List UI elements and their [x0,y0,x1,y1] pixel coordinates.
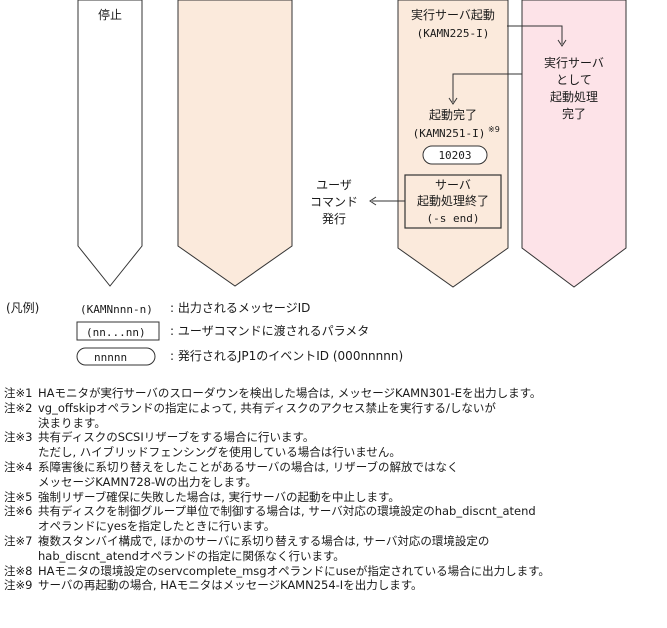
note-key: 注※4 [4,460,33,474]
arrow-to-executing [507,25,563,44]
note-text: 決まります。 [38,415,106,430]
executing-column-arrow [521,0,627,288]
note-text: 共有ディスクを制御グループ単位で制御する場合は, サーバ対応の環境設定のhab_… [38,504,536,519]
executing-line-2: として [556,73,592,87]
user-command-line-3: 発行 [321,212,347,226]
user-command-line-2: コマンド [309,195,359,209]
legend-title: (凡例) [6,301,40,315]
stop-column-arrow [77,0,143,287]
legend-message-sample: (KAMNnnn-n) [80,303,153,316]
arrow-to-start-complete [452,73,522,102]
legend-param-desc: : ユーザコマンドに渡されるパラメタ [170,324,370,338]
note-text: メッセージKAMN728-Wの出力をします。 [38,474,257,489]
legend-event-desc: : 発行されるJP1のイベントID (000nnnnn) [170,349,404,363]
note-2: 注※2 vg_offskipオペランドの指定によって, 共有ディスクのアクセス禁止… [4,401,496,431]
note-text: 系障害後に系切り替えをしたことがあるサーバの場合は, リザーブの解放ではなく [38,460,459,474]
legend-event-sample: nnnnn [94,351,128,364]
legend-param-box [76,321,160,341]
note-text: 強制リザーブ確保に失敗した場合は, 実行サーバの起動を中止します。 [38,489,400,504]
executing-line-4: 完了 [561,107,587,121]
executing-line-3: 起動処理 [549,90,599,104]
note-5: 注※5 強制リザーブ確保に失敗した場合は, 実行サーバの起動を中止します。 [4,490,400,505]
note-text: サーバの再起動の場合, HAモニタはメッセージKAMN254-Iを出力します。 [38,578,423,593]
server-end-box [404,174,502,229]
user-command-line-1: ユーザ [316,178,352,192]
note-1: 注※1 HAモニタが実行サーバのスローダウンを検出した場合は, メッセージKAMN… [4,386,541,401]
stop-label: 停止 [97,8,123,22]
note-key: 注※7 [4,534,33,548]
note-text: HAモニタが実行サーバのスローダウンを検出した場合は, メッセージKAMN301… [38,386,542,400]
note-9: 注※9 サーバの再起動の場合, HAモニタはメッセージKAMN254-Iを出力しま… [4,578,423,593]
arrow-head-1 [557,39,567,47]
active-start-msg: (KAMN225-I) [416,27,490,40]
note-key: 注※9 [4,578,33,593]
note-text: オペランドにyesを指定したときに行います。 [38,519,276,534]
note-key: 注※2 [4,400,33,415]
note-text: HAモニタの環境設定のservcomplete_msgオペランドにuseが指定さ… [38,563,550,578]
note-key: 注※8 [4,563,33,578]
note-key: 注※1 [4,386,33,400]
server-end-line-2: 起動処理終了 [416,194,490,208]
event-id: 10203 [438,149,472,162]
note-3: 注※3 共有ディスクのSCSIリザーブをする場合に行います。ただし, ハイブリッド… [4,430,401,460]
note-4: 注※4 系障害後に系切り替えをしたことがあるサーバの場合は, リザーブの解放ではな… [4,460,459,490]
note-key: 注※5 [4,489,33,504]
active-column-arrow [397,0,509,288]
note-text: ただし, ハイブリッドフェンシングを使用している場合は行いません。 [38,445,401,460]
arrow-head-2 [448,97,458,105]
note-text: 複数スタンバイ構成で, ほかのサーバに系切り替えする場合は, サーバ対応の環境設… [38,534,490,548]
note-text: hab_discnt_atendオペランドの指定に関係なく行います。 [38,548,345,563]
legend-message-desc: : 出力されるメッセージID [170,301,311,315]
note-6: 注※6 共有ディスクを制御グループ単位で制御する場合は, サーバ対応の環境設定のh… [4,504,536,534]
server-end-line-3: (-s end) [426,212,480,225]
start-complete-msg: (KAMN251-I) [412,127,486,140]
standby-column-arrow [177,0,293,287]
note-8: 注※8 HAモニタの環境設定のservcomplete_msgオペランドにuseが… [4,564,550,579]
note-key: 注※6 [4,504,33,519]
legend-param-sample: (nn...nn) [86,326,146,339]
note-7: 注※7 複数スタンバイ構成で, ほかのサーバに系切り替えする場合は, サーバ対応の… [4,534,489,564]
note-text: vg_offskipオペランドの指定によって, 共有ディスクのアクセス禁止を実行… [38,400,496,415]
note-text: 共有ディスクのSCSIリザーブをする場合に行います。 [38,430,315,445]
event-id-box [422,145,488,165]
arrow-head-3 [369,196,377,206]
executing-line-1: 実行サーバ [544,56,604,70]
server-end-line-1: サーバ [435,178,471,192]
note-key: 注※3 [4,430,33,445]
start-complete-footnote: ※9 [488,125,500,134]
legend-event-box [76,347,156,366]
active-start-title: 実行サーバ起動 [411,8,495,22]
start-complete-title: 起動完了 [428,108,478,122]
